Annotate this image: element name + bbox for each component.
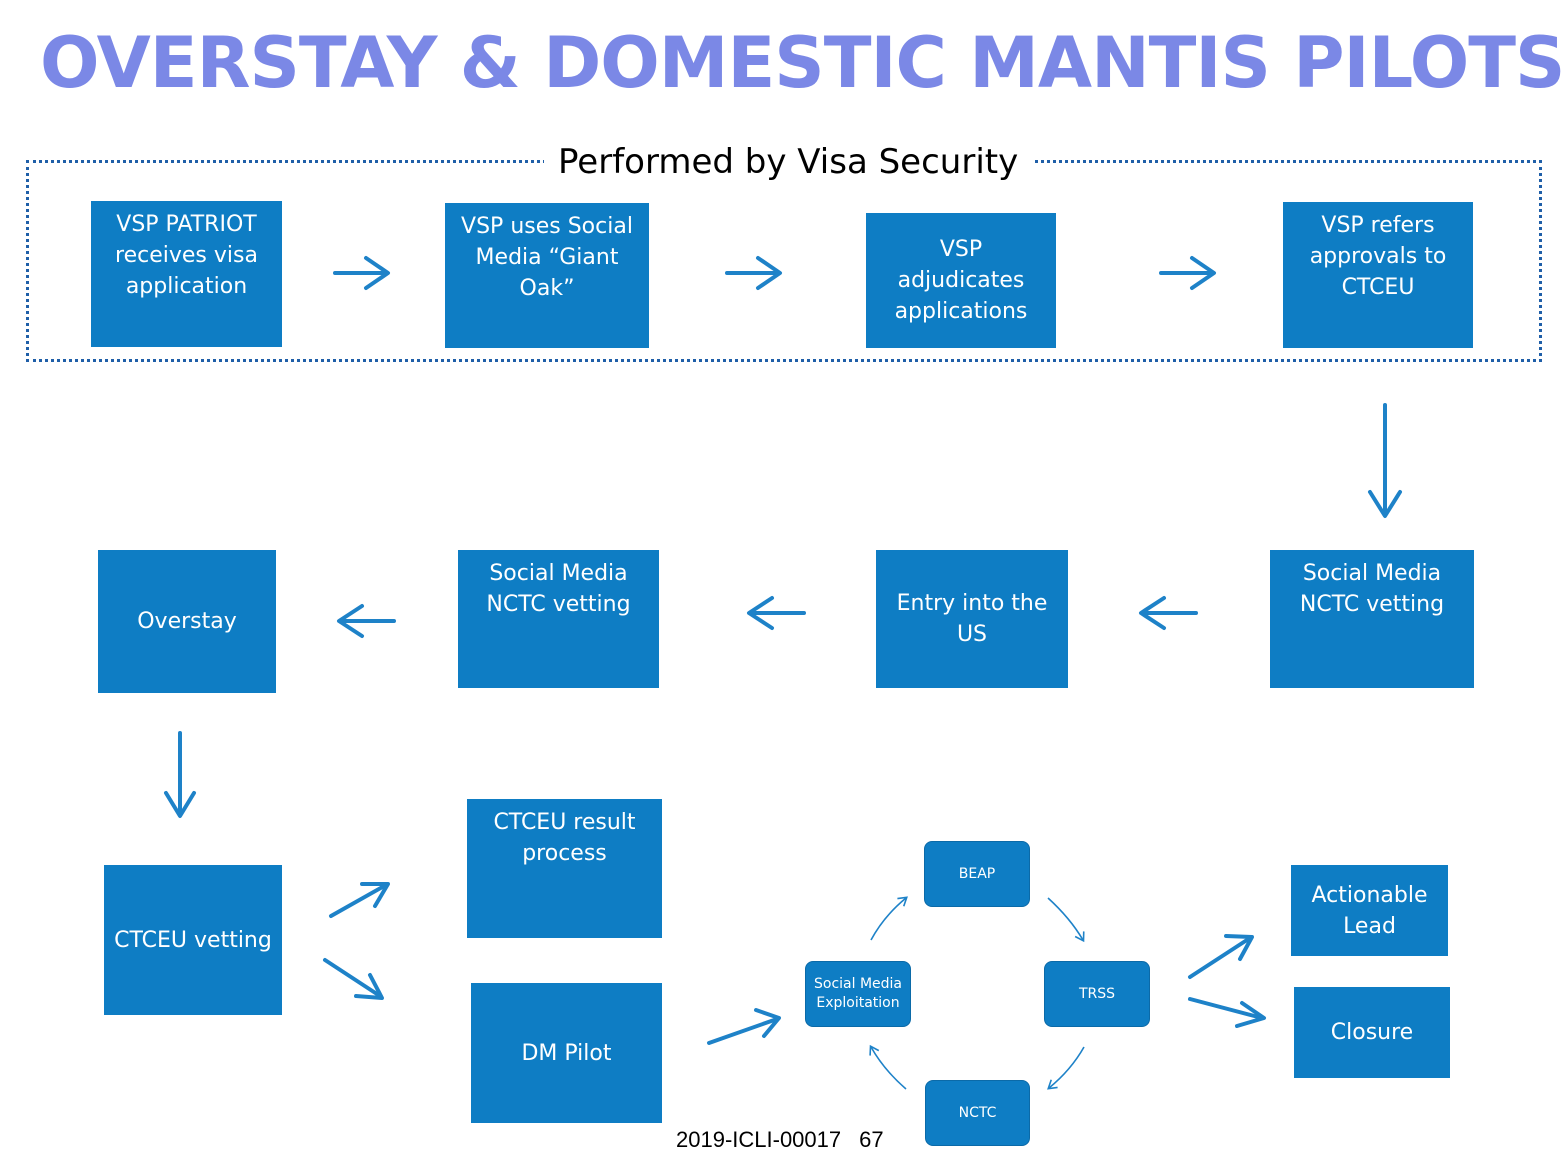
page-title: OVERSTAY & DOMESTIC MANTIS PILOTS bbox=[40, 22, 1565, 104]
node-refers-label: VSP refers approvals to CTCEU bbox=[1309, 213, 1447, 300]
node-closure: Closure bbox=[1294, 987, 1450, 1078]
node-giant-oak-label: VSP uses Social Media “Giant Oak” bbox=[461, 214, 633, 301]
arrow-entry-to-smnctc bbox=[747, 596, 806, 630]
node-nctc: NCTC bbox=[925, 1080, 1030, 1146]
node-closure-label: Closure bbox=[1330, 1020, 1414, 1045]
node-adjudicates: VSP adjudicates applications bbox=[866, 213, 1056, 348]
node-sme: Social Media Exploitation bbox=[805, 961, 911, 1027]
node-vsp-patriot: VSP PATRIOT receives visa application bbox=[91, 201, 282, 347]
arrow-refers-down bbox=[1368, 403, 1402, 518]
arrow-giantoak-to-adjudicates bbox=[725, 256, 782, 290]
node-sm-nctc-left: Social Media NCTC vetting bbox=[458, 550, 659, 688]
node-vsp-patriot-label: VSP PATRIOT receives visa application bbox=[115, 212, 258, 299]
arrow-vetting-to-result bbox=[329, 882, 390, 918]
node-entry: Entry into the US bbox=[876, 550, 1068, 688]
footer: 2019-ICLI-00017 67 bbox=[676, 1127, 884, 1153]
node-adjudicates-label: VSP adjudicates applications bbox=[894, 237, 1028, 324]
node-dm-pilot: DM Pilot bbox=[471, 983, 662, 1123]
node-sm-nctc-left-label: Social Media NCTC vetting bbox=[486, 561, 631, 617]
arrow-overstay-down bbox=[164, 731, 196, 818]
arrow-smnctc-to-overstay bbox=[337, 604, 396, 638]
node-ctceu-result-label: CTCEU result process bbox=[493, 810, 636, 866]
arrow-smnctc-to-entry bbox=[1139, 596, 1198, 630]
node-trss-label: TRSS bbox=[1078, 985, 1116, 1002]
arrow-adjudicates-to-refers bbox=[1159, 256, 1216, 290]
node-nctc-label: NCTC bbox=[958, 1104, 997, 1121]
arrow-beap-to-trss bbox=[1047, 897, 1085, 943]
node-ctceu-vetting: CTCEU vetting bbox=[104, 865, 282, 1015]
node-beap: BEAP bbox=[924, 841, 1030, 907]
node-overstay-label: Overstay bbox=[137, 609, 237, 634]
node-refers: VSP refers approvals to CTCEU bbox=[1283, 202, 1473, 348]
node-giant-oak: VSP uses Social Media “Giant Oak” bbox=[445, 203, 649, 348]
node-ctceu-result: CTCEU result process bbox=[467, 799, 662, 938]
arrow-trss-to-nctc bbox=[1047, 1046, 1085, 1090]
arrow-vetting-to-dmpilot bbox=[323, 958, 384, 1000]
node-beap-label: BEAP bbox=[958, 865, 996, 882]
arrow-trss-to-closure bbox=[1188, 997, 1266, 1028]
node-sme-label: Social Media Exploitation bbox=[814, 976, 903, 1011]
arrow-dmpilot-to-sme bbox=[707, 1008, 781, 1045]
node-actionable-lead: Actionable Lead bbox=[1291, 865, 1448, 956]
arrow-sme-to-beap bbox=[870, 896, 908, 941]
node-overstay: Overstay bbox=[98, 550, 276, 693]
footer-page-number: 67 bbox=[859, 1127, 884, 1152]
node-trss: TRSS bbox=[1044, 961, 1150, 1027]
arrow-nctc-to-sme bbox=[869, 1044, 907, 1090]
node-entry-label: Entry into the US bbox=[896, 591, 1048, 647]
node-sm-nctc-right: Social Media NCTC vetting bbox=[1270, 550, 1474, 688]
node-dm-pilot-label: DM Pilot bbox=[521, 1040, 612, 1066]
arrow-patriot-to-giantoak bbox=[333, 256, 390, 290]
group-label: Performed by Visa Security bbox=[544, 140, 1033, 184]
footer-doc-id: 2019-ICLI-00017 bbox=[676, 1127, 842, 1152]
node-actionable-lead-label: Actionable Lead bbox=[1311, 882, 1428, 939]
node-ctceu-vetting-label: CTCEU vetting bbox=[114, 927, 272, 953]
arrow-trss-to-actionable bbox=[1188, 934, 1254, 979]
node-sm-nctc-right-label: Social Media NCTC vetting bbox=[1299, 561, 1445, 617]
